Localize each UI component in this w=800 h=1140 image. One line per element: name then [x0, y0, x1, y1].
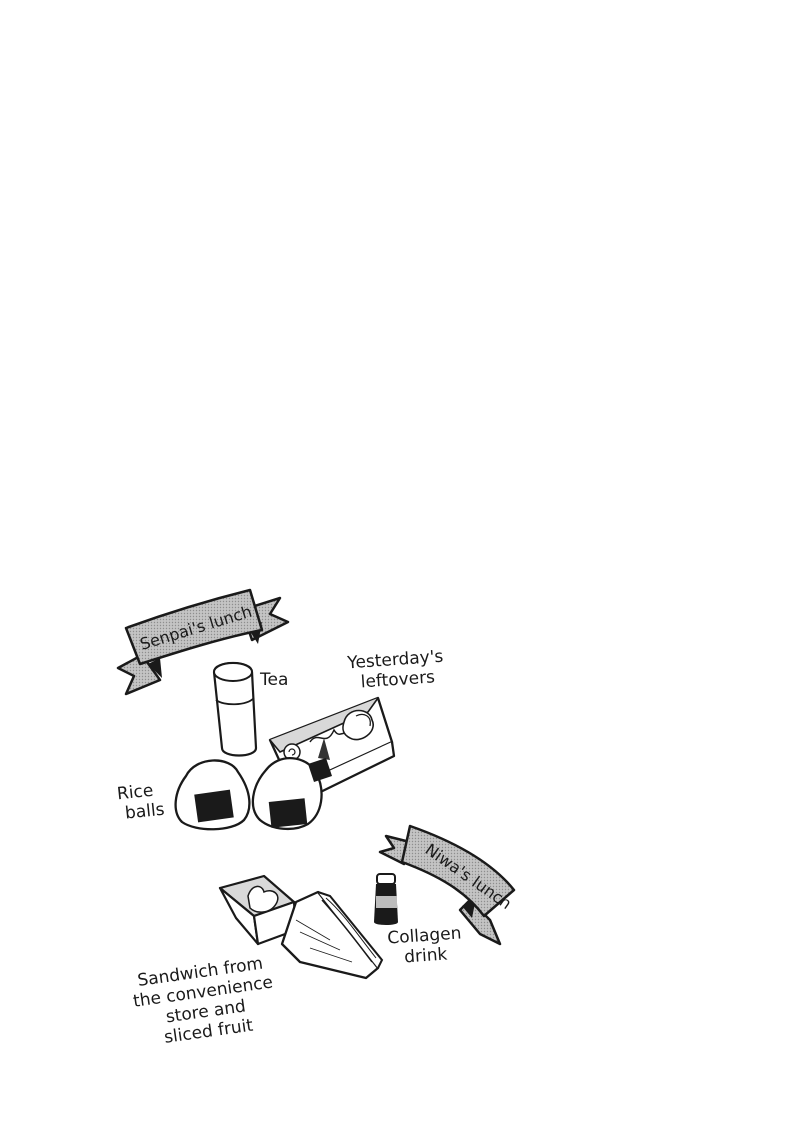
rice-balls	[174, 757, 332, 831]
tea-bottle	[212, 661, 258, 757]
tea-label: Tea	[260, 670, 289, 690]
sandwich	[280, 890, 384, 980]
rice-balls-label: Rice balls	[116, 780, 165, 825]
collagen-drink-bottle	[374, 873, 398, 925]
leftovers-label: Yesterday's leftovers	[347, 647, 446, 694]
collagen-drink-label: Collagen drink	[387, 923, 464, 968]
